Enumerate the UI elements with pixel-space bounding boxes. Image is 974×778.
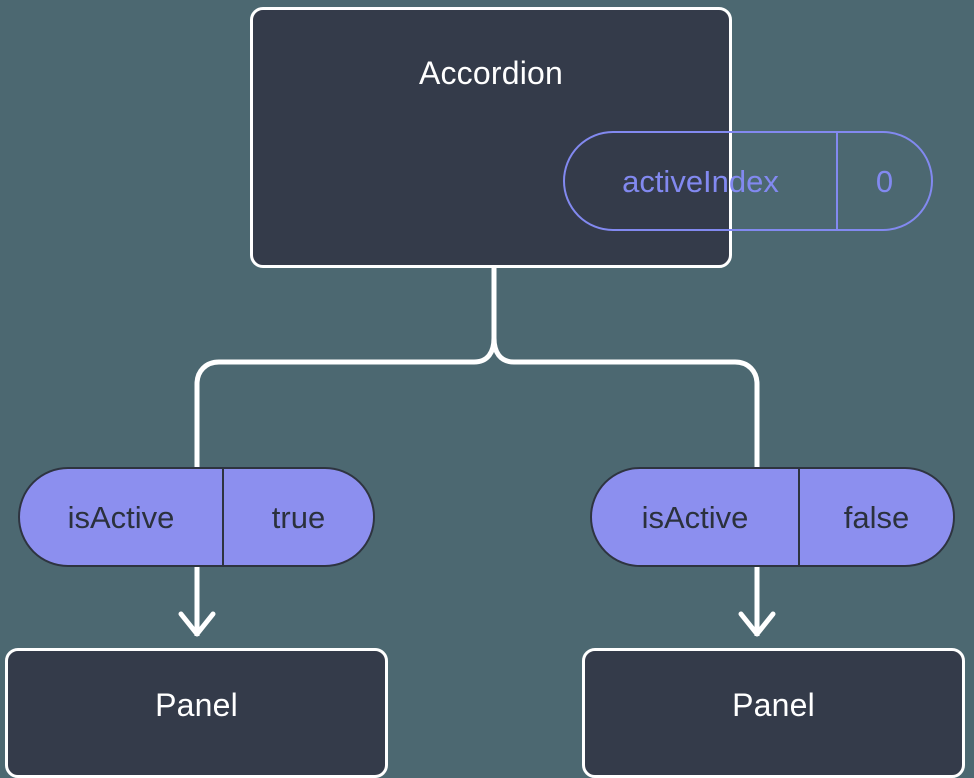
accordion-node[interactable]: Accordion activeIndex 0 bbox=[250, 7, 933, 268]
down-arrow-left bbox=[178, 566, 216, 637]
accordion-title: Accordion bbox=[418, 55, 564, 91]
panel-title-right: Panel bbox=[732, 687, 815, 723]
prop-pill-is-active-false[interactable]: isActive false bbox=[590, 467, 955, 567]
prop-pill-is-active-true[interactable]: isActive true bbox=[18, 467, 375, 567]
panel-node-right[interactable]: Panel bbox=[582, 648, 965, 778]
prop-pill-value-right: false bbox=[843, 499, 910, 535]
state-pill-key: activeIndex bbox=[565, 133, 838, 229]
connector-tree-root-to-left-branch bbox=[194, 335, 497, 470]
state-pill-active-index[interactable]: activeIndex 0 bbox=[563, 131, 933, 231]
panel-node-left[interactable]: Panel bbox=[5, 648, 388, 778]
prop-pill-key-right: isActive bbox=[592, 469, 800, 565]
prop-pill-key-left: isActive bbox=[20, 469, 224, 565]
panel-title-left: Panel bbox=[155, 687, 238, 723]
state-pill-value: 0 bbox=[875, 163, 894, 199]
down-arrow-right bbox=[738, 566, 776, 637]
prop-pill-value-left: true bbox=[271, 499, 326, 535]
connector-tree-root-to-branches bbox=[491, 265, 760, 470]
